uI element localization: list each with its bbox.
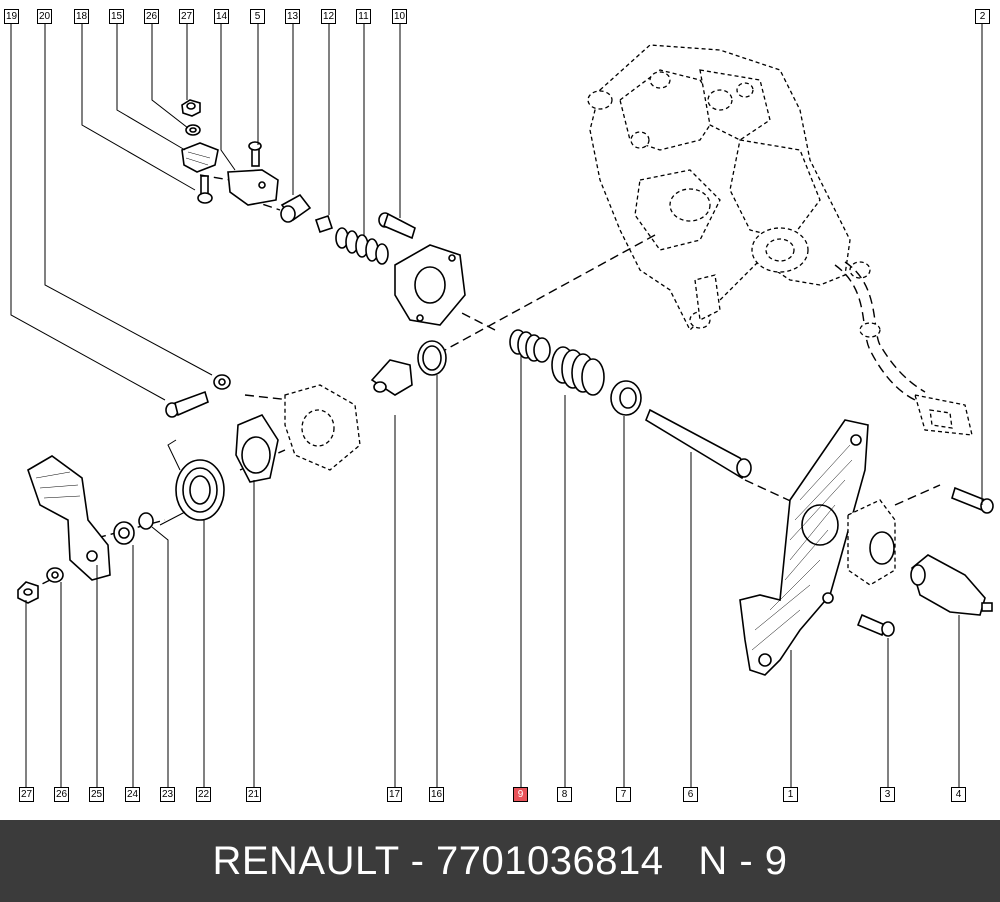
- bushing-13: [280, 193, 312, 223]
- part-number-caption: RENAULT - 7701036814 N - 9: [212, 838, 788, 883]
- callout-23: 23: [160, 787, 175, 802]
- callout-13: 13: [285, 9, 300, 24]
- lever-25: [27, 455, 111, 581]
- callout-17: 17: [387, 787, 402, 802]
- callout-5: 5: [250, 9, 265, 24]
- lever-block-14: [227, 169, 279, 206]
- callout-12: 12: [321, 9, 336, 24]
- callout-24: 24: [125, 787, 140, 802]
- callout-26-top: 26: [144, 9, 159, 24]
- clamp-15: [181, 142, 219, 173]
- callout-22: 22: [196, 787, 211, 802]
- callout-7: 7: [616, 787, 631, 802]
- spring-8: [551, 346, 605, 396]
- o-ring-16: [417, 340, 447, 376]
- bracket-ghost: [284, 384, 361, 471]
- footer-bar: RENAULT - 7701036814 N - 9: [0, 820, 1000, 902]
- callout-1: 1: [783, 787, 798, 802]
- nut-27-bottom: [17, 581, 39, 604]
- screw-19: [165, 390, 209, 418]
- callout-15: 15: [109, 9, 124, 24]
- callout-9-highlighted: 9: [513, 787, 528, 802]
- screw-3: [856, 613, 895, 637]
- injection-pump-ghost: [587, 44, 973, 436]
- spring-9: [509, 329, 551, 363]
- circlip-23: [138, 512, 154, 530]
- leader-lines: [10, 24, 983, 787]
- clip-21: [235, 414, 279, 483]
- bracket-plate-1: [739, 419, 869, 676]
- callout-6: 6: [683, 787, 698, 802]
- sensor-4: [910, 554, 993, 616]
- fitting-17: [370, 359, 413, 396]
- callout-11: 11: [356, 9, 371, 24]
- exploded-parts-diagram: [10, 24, 994, 787]
- callout-8: 8: [557, 787, 572, 802]
- screw-2: [951, 486, 994, 514]
- callout-21: 21: [246, 787, 261, 802]
- callout-20: 20: [37, 9, 52, 24]
- spring-seat-7: [610, 380, 642, 416]
- callout-3: 3: [880, 787, 895, 802]
- callout-16: 16: [429, 787, 444, 802]
- return-spring-22: [159, 439, 225, 526]
- screw-10: [378, 212, 416, 240]
- washer-20: [213, 374, 231, 390]
- callout-26-bottom: 26: [54, 787, 69, 802]
- rod-6: [645, 408, 752, 480]
- screw-18: [197, 175, 213, 204]
- housing-flange: [394, 244, 466, 326]
- flange-ghost-right: [847, 499, 896, 586]
- nut-27-top: [181, 99, 201, 117]
- screw-5: [248, 141, 262, 167]
- callout-18: 18: [74, 9, 89, 24]
- callout-2: 2: [975, 9, 990, 24]
- callout-27-top: 27: [179, 9, 194, 24]
- callout-14: 14: [214, 9, 229, 24]
- callout-19: 19: [4, 9, 19, 24]
- callout-27-bottom: 27: [19, 787, 34, 802]
- callout-25: 25: [89, 787, 104, 802]
- callout-4: 4: [951, 787, 966, 802]
- washer-26-top: [185, 124, 201, 136]
- washer-24: [113, 521, 135, 545]
- pin-12: [314, 214, 334, 234]
- spring-11: [335, 227, 389, 265]
- callout-10: 10: [392, 9, 407, 24]
- washer-26-bottom: [46, 567, 64, 583]
